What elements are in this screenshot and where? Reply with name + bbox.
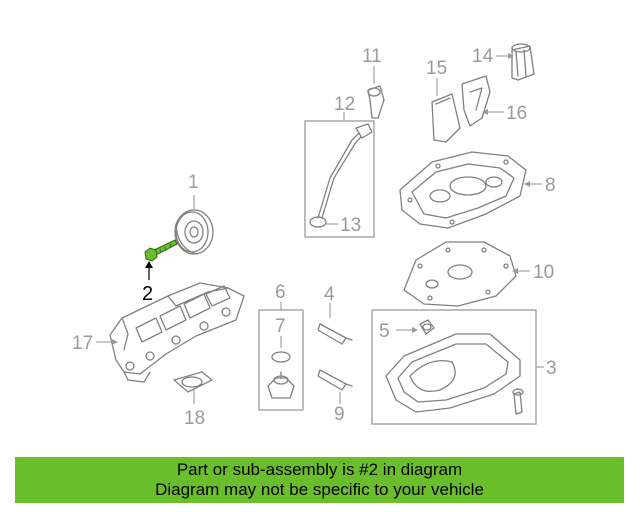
part-5-drain-plug[interactable] [419, 319, 435, 335]
part-18-gasket[interactable] [173, 371, 213, 393]
callout-6: 6 [275, 282, 286, 303]
callout-3: 3 [546, 358, 557, 379]
callout-7: 7 [275, 316, 286, 337]
part-17-intake-manifold[interactable] [109, 282, 245, 383]
callout-2: 2 [142, 283, 153, 305]
part-10-cover[interactable] [403, 241, 517, 307]
callout-1: 1 [188, 172, 199, 193]
part-7-oring-valve[interactable] [267, 351, 295, 399]
part-4-sensor[interactable] [317, 323, 353, 345]
callout-12: 12 [334, 94, 355, 115]
part-16-bracket[interactable] [461, 75, 491, 127]
callout-14: 14 [472, 46, 494, 67]
group-12-frame [304, 120, 375, 238]
part-3-lower-oil-pan[interactable] [385, 333, 524, 415]
callout-17: 17 [72, 333, 93, 354]
callout-9: 9 [334, 404, 345, 425]
callout-15: 15 [426, 58, 447, 79]
part-14-oil-filter[interactable] [511, 43, 535, 81]
part-2-bolt[interactable] [144, 239, 178, 262]
callout-5: 5 [379, 321, 390, 342]
callout-11: 11 [362, 46, 382, 67]
part-8-upper-oil-pan[interactable] [399, 151, 527, 229]
part-9-sensor[interactable] [317, 369, 353, 391]
banner-line-2: Diagram may not be specific to your vehi… [155, 480, 484, 499]
callout-13: 13 [340, 215, 361, 236]
banner-line-1: Part or sub-assembly is #2 in diagram [176, 460, 463, 479]
callout-18: 18 [184, 408, 205, 429]
part-13-dipstick[interactable] [309, 123, 373, 228]
info-banner: Part or sub-assembly is #2 in diagram Di… [15, 457, 624, 503]
callout-8: 8 [545, 175, 556, 196]
part-1-pulley[interactable] [174, 209, 214, 255]
callout-16: 16 [506, 103, 527, 124]
callout-4: 4 [324, 284, 335, 305]
part-15-baffle[interactable] [431, 93, 461, 143]
callout-10: 10 [533, 262, 554, 283]
parts-diagram: 1 2 17 18 6 7 [72, 43, 557, 429]
part-11-tube[interactable] [367, 85, 385, 119]
